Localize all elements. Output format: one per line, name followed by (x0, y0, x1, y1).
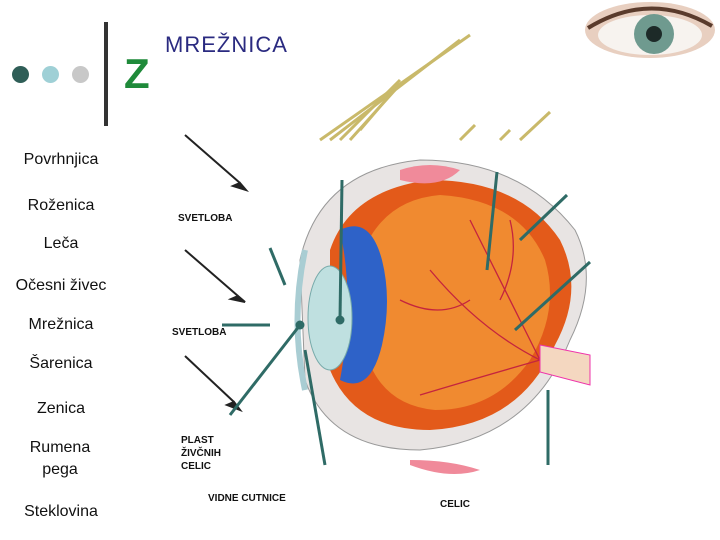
label-cells: CELIC (440, 499, 470, 510)
retina-strip (319, 33, 552, 142)
term-leca: Leča (43, 235, 79, 252)
image-title: MREŽNICA (165, 32, 288, 57)
label-light-2: SVETLOBA (172, 327, 227, 338)
label-photoreceptors: VIDNE CUTNICE (208, 493, 286, 504)
dot-grey (72, 66, 89, 83)
arrow-3 (485, 171, 499, 271)
eye-photo-icon (585, 2, 715, 58)
arrow-2 (338, 179, 344, 321)
term-rumena-pega: Rumena pega (29, 439, 91, 478)
arrow-1 (268, 247, 287, 286)
term-mreznica: Mrežnica (28, 316, 94, 333)
dot-light (42, 66, 59, 83)
slide-title-fragment: Z (124, 50, 150, 97)
arrow-5 (513, 260, 592, 332)
eyeball (294, 159, 591, 474)
term-sarenica: Šarenica (29, 355, 93, 372)
arrow-4 (518, 193, 569, 242)
arrow-8 (303, 349, 327, 466)
term-ocesni-zivec: Očesni živec (15, 277, 107, 294)
light-arrows (184, 134, 250, 413)
term-povrhnjica: Povrhnjica (23, 151, 99, 168)
term-rozenica: Roženica (27, 197, 95, 214)
pointer-arrows (222, 171, 592, 466)
term-steklovina: Steklovina (24, 503, 98, 520)
label-nerve-layer: PLAST ŽIVČNIH CELIC (181, 435, 221, 472)
arrow-7 (228, 324, 302, 416)
dot-dark (12, 66, 29, 83)
divider-bar (104, 22, 108, 126)
term-zenica: Zenica (36, 400, 86, 417)
label-light-1: SVETLOBA (178, 213, 233, 224)
